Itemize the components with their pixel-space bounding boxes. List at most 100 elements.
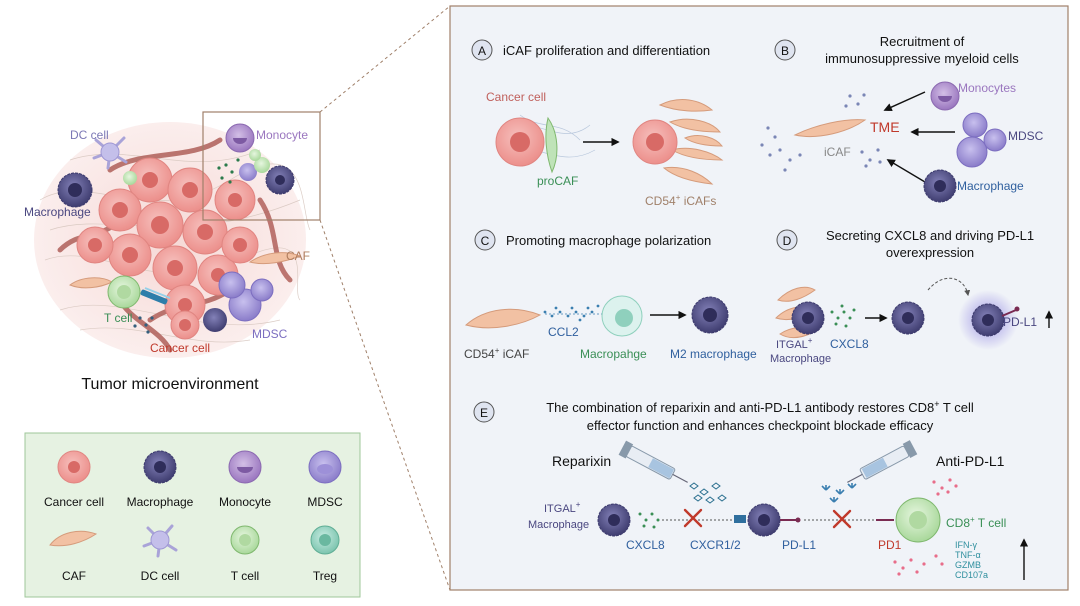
panel-d-curved-arrow	[927, 277, 971, 297]
panel-d-macrophage-icon	[891, 301, 925, 335]
panel-a-badge	[471, 39, 493, 61]
panel-d-pdl1-label: PD-L1	[1003, 315, 1037, 329]
panel-e-itgal-macrophage-icon	[597, 503, 631, 537]
legend-label-5: DC cell	[141, 569, 180, 583]
panel-d-itgal-label: ITGAL+	[776, 336, 813, 351]
panel-a-cancer-cell-icon-2	[632, 119, 678, 165]
legend-label-2: Monocyte	[219, 495, 271, 509]
panel-e-syringe-icon	[618, 440, 688, 483]
panel-e-badge	[473, 401, 495, 423]
legend-label-6: T cell	[231, 569, 259, 583]
panel-d-badge	[776, 229, 798, 251]
panel-e-itgal-label-2: Macrophage	[528, 519, 589, 531]
legend-label-1: Macrophage	[127, 495, 194, 509]
legend-cancer-cell-icon	[57, 450, 91, 484]
panel-e-pdl1-macrophage-icon	[747, 503, 801, 537]
tumor-cancer-cells	[76, 157, 259, 326]
panel-b-dots	[760, 93, 882, 172]
label-cancer-cell: Cancer cell	[150, 341, 210, 355]
panel-b-mdsc-icon	[956, 112, 1007, 168]
zoom-line-top	[319, 5, 451, 113]
label-t-cell: T cell	[104, 311, 132, 325]
panel-b-title-1: Recruitment of	[880, 34, 965, 49]
legend-dc-cell-icon	[142, 524, 178, 558]
panel-a-procaf-icon	[545, 116, 558, 174]
tumor-dc-cell-icon	[92, 136, 128, 170]
tumor-caf-icon	[68, 252, 302, 289]
panel-b-arrow-macrophage	[886, 159, 926, 183]
tumor-chemokine-dots-2	[133, 316, 154, 334]
panel-e-block-icon	[683, 508, 703, 528]
panel-e-cxcr-label: CXCR1/2	[690, 538, 741, 552]
panel-e-cxcl8-label: CXCL8	[626, 538, 665, 552]
legend-label-0: Cancer cell	[44, 495, 104, 509]
panel-b-monocytes-label: Monocytes	[958, 81, 1016, 95]
panel-a: A iCAF proliferation and differentiation…	[471, 39, 724, 208]
legend-label-7: Treg	[313, 569, 337, 583]
panel-b-macrophage-label: Macrophage	[957, 179, 1024, 193]
panel-c-title: Promoting macrophage polarization	[506, 233, 711, 248]
label-monocyte: Monocyte	[256, 128, 308, 142]
tumor-macrophage-icon-2	[265, 165, 295, 195]
tumor-antibody-icon	[140, 287, 171, 305]
legend-mdsc-icon	[308, 450, 342, 484]
legend-treg-icon	[310, 525, 340, 555]
label-mdsc: MDSC	[252, 327, 288, 341]
panel-c-icaf-icon	[464, 308, 542, 329]
panel-e-cytokine-0: IFN-γ	[955, 540, 977, 550]
panel-e-cytokine-3: CD107a	[955, 570, 988, 580]
panel-e-block-icon-2	[832, 509, 852, 529]
panel-e-pdl1-label: PD-L1	[782, 538, 816, 552]
panel-e-cd8-t-cell-icon	[895, 497, 941, 543]
panel-b-monocyte-icon	[930, 81, 960, 111]
panel-b-arrow-monocyte	[883, 91, 926, 112]
panel-e-reparixin-label: Reparixin	[552, 453, 611, 469]
panel-c-m2-label: M2 macrophage	[670, 347, 757, 361]
zoom-line-bottom	[319, 219, 451, 591]
tumor-overview: DC cell Monocyte Macrophage CAF T cell M…	[24, 5, 451, 591]
tumor-cancer-cell-bottom	[170, 310, 200, 340]
panel-e-title-1: The combination of reparixin and anti-PD…	[546, 399, 974, 415]
panel-e-cxcl8-dots	[638, 512, 660, 529]
panel-a-icaf-cluster	[658, 99, 724, 185]
panel-e-cytokine-dots	[893, 478, 958, 576]
panel-d-itgal-macrophage-icon	[791, 301, 825, 335]
panel-e-cytokine-1: TNF-α	[955, 550, 981, 560]
panel-e-cd8-label: CD8+ T cell	[946, 515, 1006, 530]
panel-e-title-2: effector function and enhances checkpoin…	[587, 418, 934, 433]
panel-e-reparixin-molecules	[689, 482, 727, 504]
panel-c-letter: C	[481, 234, 490, 248]
tumor-t-cell-icon	[107, 275, 141, 309]
tumor-mdsc-icon	[123, 149, 270, 185]
panel-d-cxcl8-dots	[830, 304, 856, 328]
panel-c-badge	[474, 229, 496, 251]
panel-b-letter: B	[781, 44, 789, 58]
panel-a-icafs-label: CD54+ iCAFs	[645, 193, 716, 208]
panel-b-icaf-label: iCAF	[824, 145, 851, 159]
panel-c-icaf-label: CD54+ iCAF	[464, 346, 529, 361]
panel-d-cxcl8-label: CXCL8	[830, 337, 869, 351]
panel-c-macrophage-label: Macropahge	[580, 347, 647, 361]
panel-a-cancer-label: Cancer cell	[486, 90, 546, 104]
panel-b-badge	[774, 39, 796, 61]
panel-d-letter: D	[783, 234, 792, 248]
mechanism-panel	[449, 5, 1069, 591]
panel-e-itgal-label: ITGAL+	[544, 500, 581, 515]
panel-d-itgal-label-2: Macrophage	[770, 353, 831, 365]
panel-e-cytokine-2: GZMB	[955, 560, 981, 570]
panel-b: B Recruitment of immunosuppressive myelo…	[760, 34, 1044, 203]
legend-caf-icon	[49, 530, 98, 547]
panel-e-antibodies	[821, 483, 857, 503]
panel-a-cancer-cell-icon	[495, 117, 545, 167]
tumor-monocyte-icon	[225, 123, 255, 153]
panel-b-mdsc-label: MDSC	[1008, 129, 1044, 143]
tumor-mdsc-cluster	[203, 271, 274, 332]
panel-a-title: iCAF proliferation and differentiation	[503, 43, 710, 58]
legend-monocyte-icon	[228, 450, 262, 484]
panel-e-antipdl1-label: Anti-PD-L1	[936, 453, 1005, 469]
tumor-chemokine-dots	[217, 158, 240, 184]
panel-d-title-2: overexpression	[886, 245, 974, 260]
panel-c-ccl2-label: CCL2	[548, 325, 579, 339]
legend-label-4: CAF	[62, 569, 86, 583]
